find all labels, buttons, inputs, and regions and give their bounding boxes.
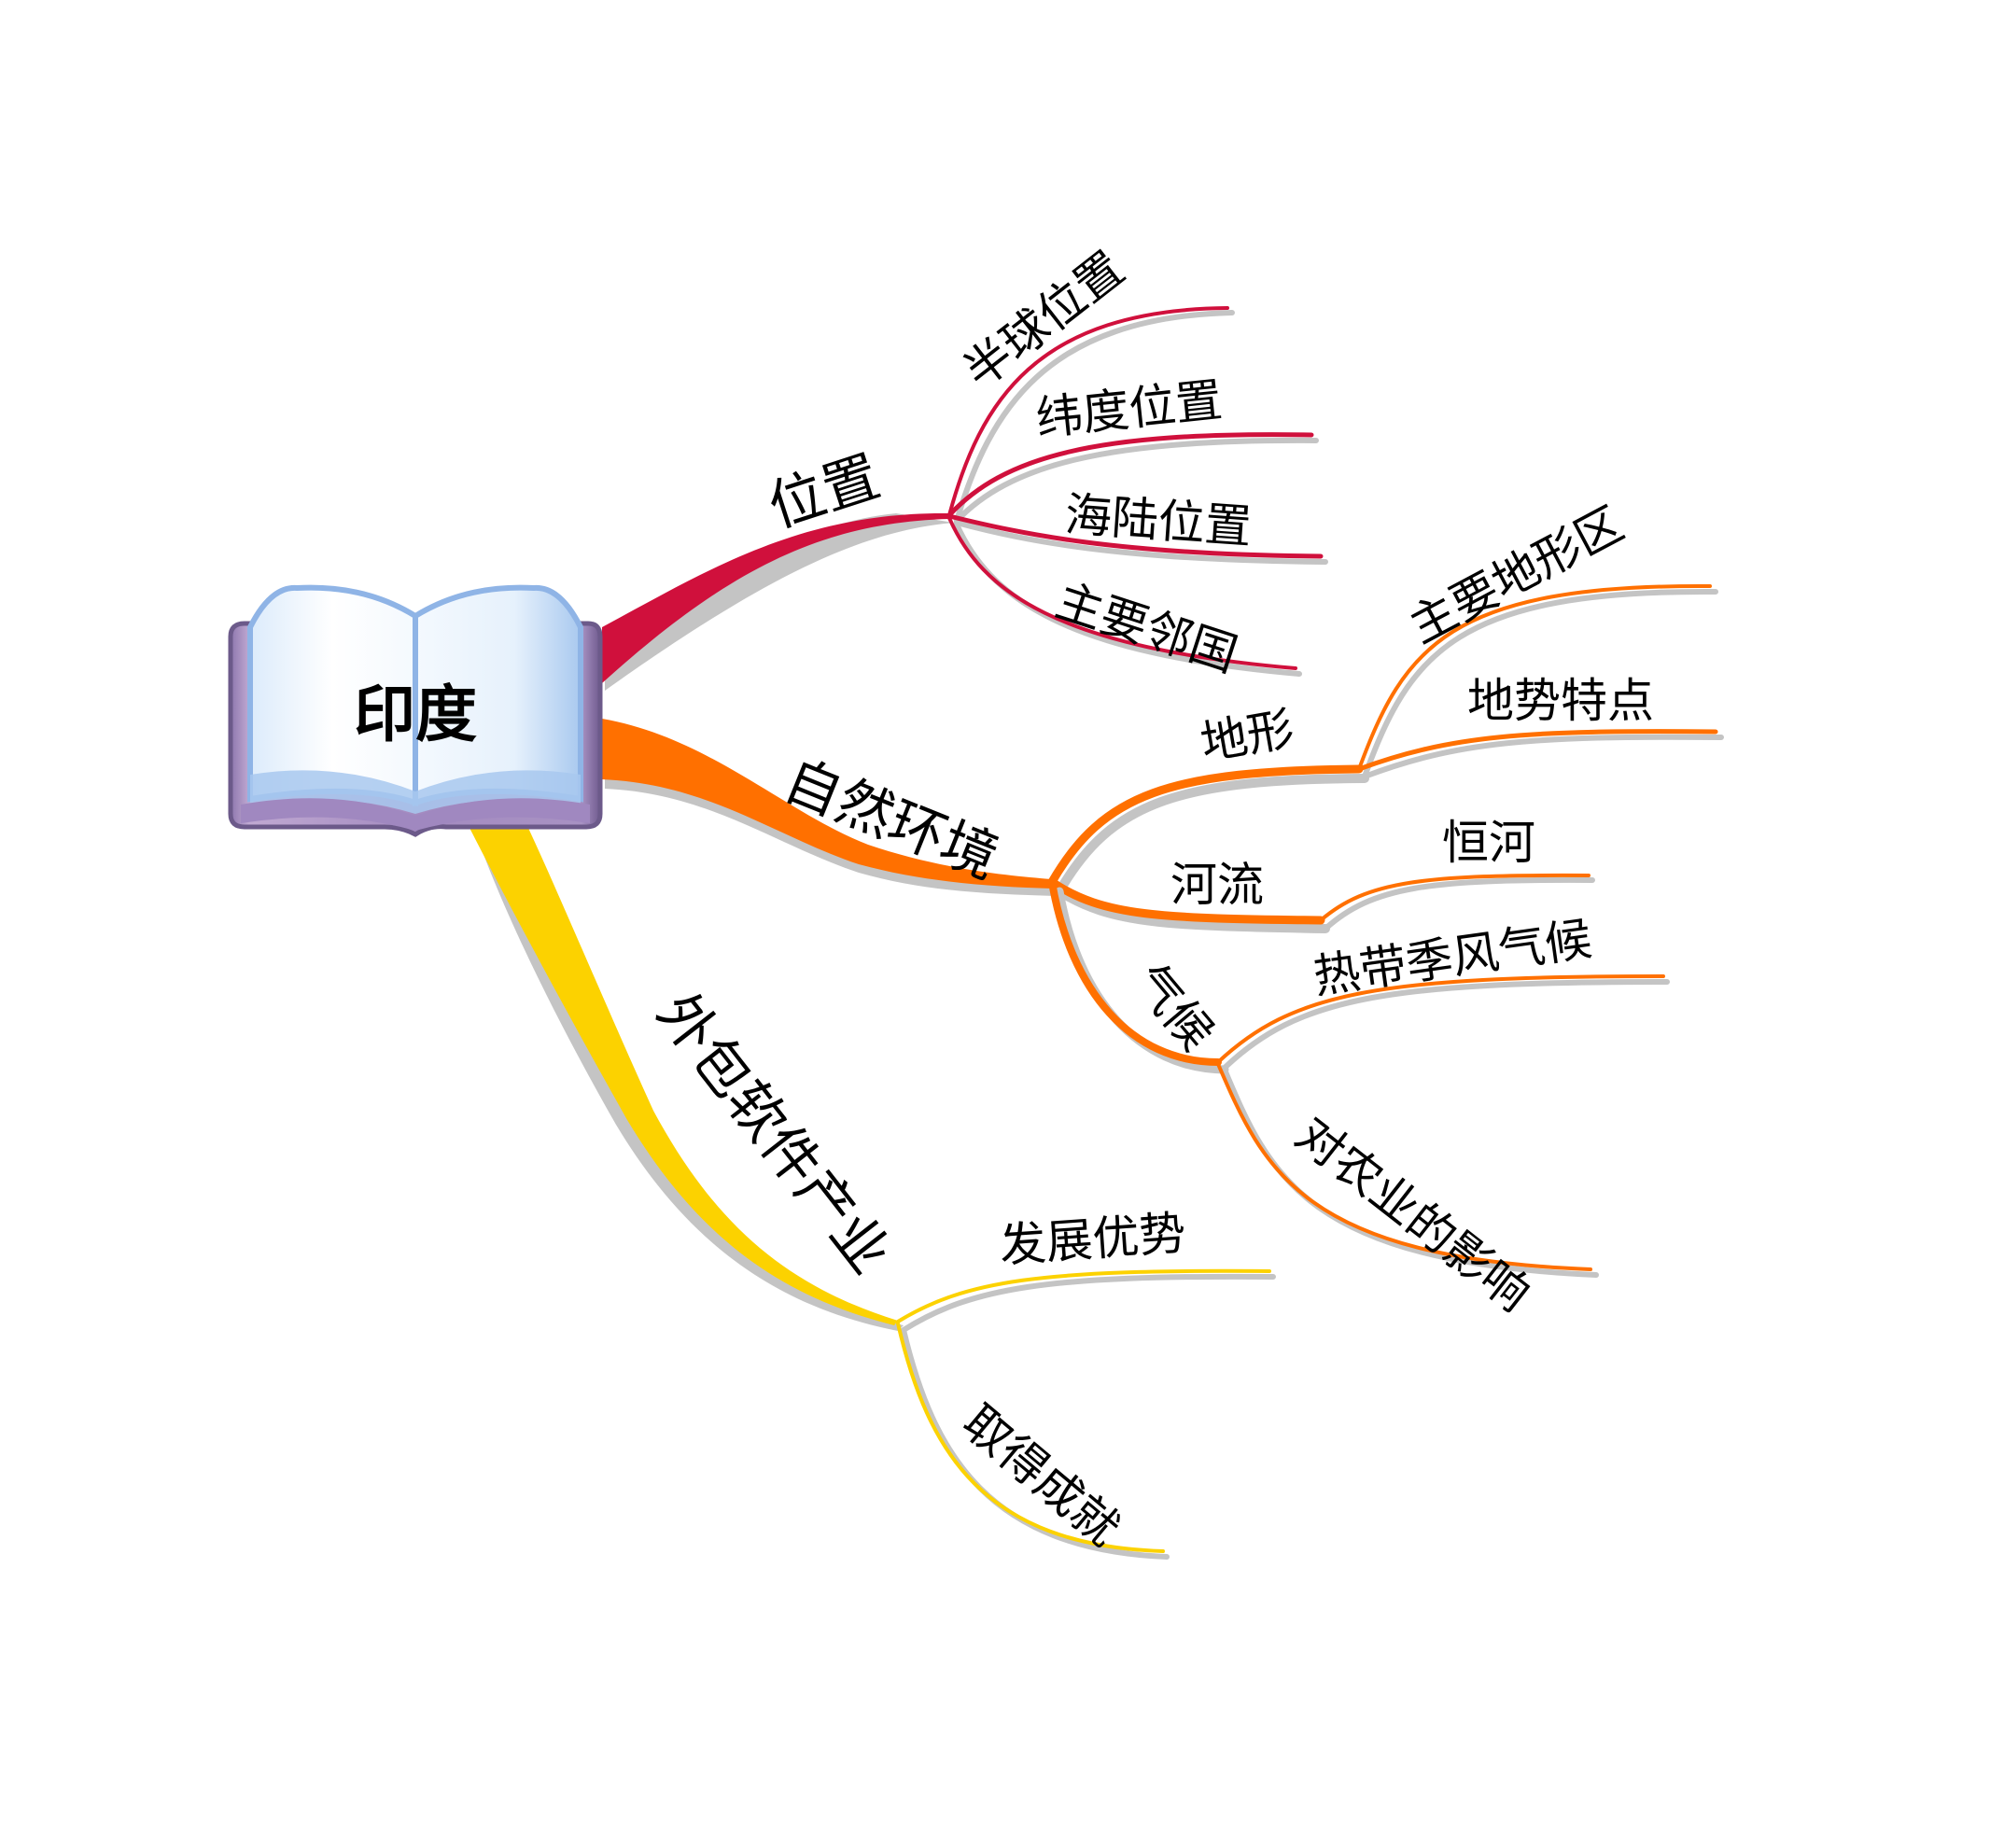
open-book-icon bbox=[228, 584, 603, 837]
industry-children-lines bbox=[896, 1268, 1276, 1560]
branch-industry-main bbox=[469, 826, 904, 1331]
branch-nature-main bbox=[602, 719, 1055, 896]
branch-industry-line bbox=[469, 826, 898, 1325]
node-sea-land[interactable]: 海陆位置 bbox=[1063, 487, 1254, 554]
nature-children-lines bbox=[1047, 583, 1724, 1278]
node-neighbors[interactable]: 主要邻国 bbox=[1049, 573, 1243, 682]
branch-label-industry[interactable]: 外包软件产业 bbox=[644, 981, 903, 1286]
branch-location-main bbox=[602, 512, 954, 691]
branch-location-line bbox=[602, 512, 949, 683]
node-terrain-features[interactable]: 地势特点 bbox=[1467, 674, 1654, 728]
node-terrain[interactable]: 地形 bbox=[1197, 701, 1298, 770]
root-label: 印度 bbox=[354, 678, 477, 750]
node-river[interactable]: 河流 bbox=[1170, 858, 1264, 912]
node-landform-regions[interactable]: 主要地形区 bbox=[1400, 497, 1632, 654]
location-children-lines bbox=[946, 306, 1328, 677]
node-ganges[interactable]: 恒河 bbox=[1442, 816, 1535, 870]
branch-nature-line bbox=[602, 719, 1052, 889]
node-hemisphere[interactable]: 半球位置 bbox=[954, 242, 1134, 399]
node-advantages[interactable]: 发展优势 bbox=[998, 1206, 1188, 1273]
root-node[interactable]: 印度 bbox=[228, 584, 603, 837]
